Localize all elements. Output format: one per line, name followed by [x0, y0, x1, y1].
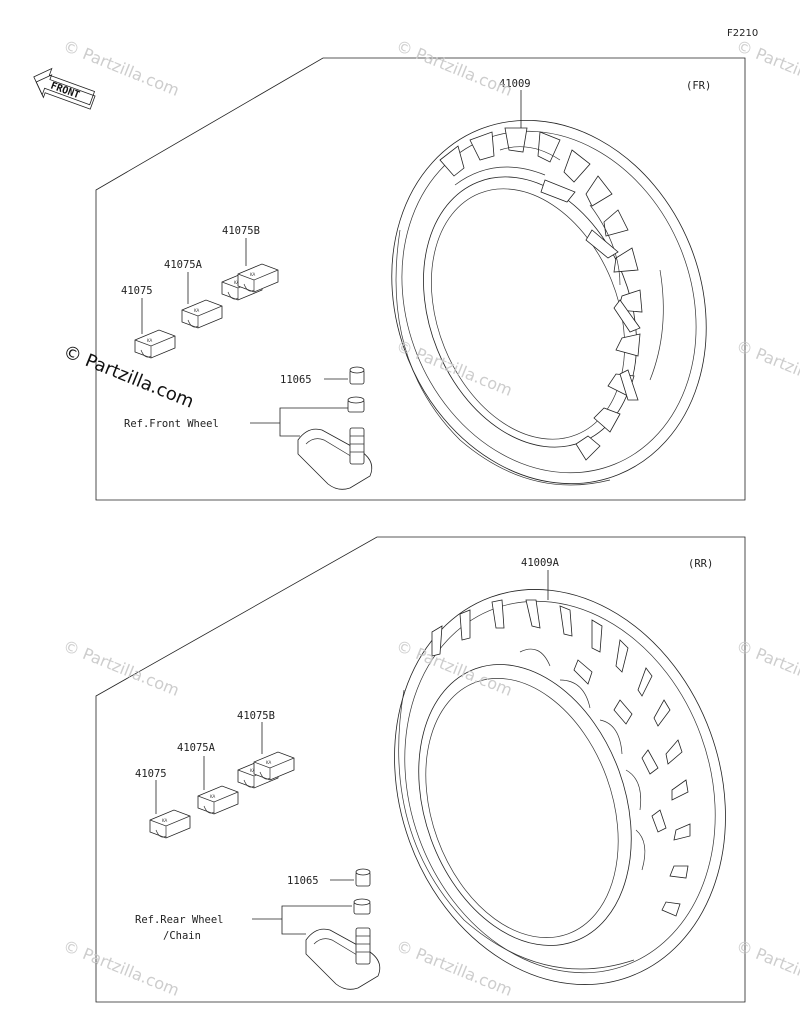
watermark-tile: © Partzilla.com	[394, 36, 516, 100]
front-weight-label-2: 41075A	[164, 259, 203, 271]
front-weight-41075B: 41075B	[221, 225, 279, 301]
rear-valve-nut-icon	[353, 898, 371, 915]
watermark-tiles: © Partzilla.com © Partzilla.com © Partzi…	[61, 36, 800, 1000]
watermark-tile: © Partzilla.com	[734, 636, 800, 700]
front-weight-41075: 41075	[121, 285, 176, 359]
rear-weight-41075: 41075	[135, 768, 191, 839]
front-weight-label-1: 41075	[121, 285, 153, 297]
front-direction-arrow-icon: FRONT	[33, 67, 96, 110]
rear-panel: (RR)	[95, 536, 746, 1003]
front-valve-stem-icon	[297, 427, 373, 490]
front-valve-nut-icon	[347, 396, 365, 413]
watermark-tile: © Partzilla.com	[61, 936, 183, 1000]
rear-weight-41075B: 41075B	[237, 710, 295, 789]
rear-position-tag: (RR)	[688, 558, 713, 570]
front-panel-frame	[95, 57, 746, 501]
rear-tire	[394, 589, 726, 985]
watermark-main: © Partzilla.com	[60, 341, 197, 413]
watermark-tile: © Partzilla.com	[734, 936, 800, 1000]
front-tire-part-number: 41009	[499, 78, 531, 90]
rear-reference-line-1: Ref.Rear Wheel	[135, 914, 224, 926]
rear-tire-part-number: 41009A	[521, 557, 560, 569]
watermark-tile: © Partzilla.com	[734, 336, 800, 400]
rear-valve-stem-icon	[305, 927, 381, 990]
front-arrow-label: FRONT	[49, 81, 81, 102]
rear-valve-cap-label: 11065	[287, 875, 319, 887]
rear-weight-label-2: 41075A	[177, 742, 216, 754]
front-valve-cap-label: 11065	[280, 374, 312, 386]
watermark-tile: © Partzilla.com	[734, 36, 800, 100]
watermark-tile: © Partzilla.com	[394, 636, 516, 700]
front-reference-line-1: Ref.Front Wheel	[124, 418, 219, 430]
rear-panel-frame	[95, 536, 746, 1003]
watermark-tile: © Partzilla.com	[394, 936, 516, 1000]
rear-valve-cap-icon	[355, 868, 371, 887]
rear-reference-line-2: /Chain	[163, 930, 201, 942]
rear-weight-41075A: 41075A	[177, 742, 239, 815]
rear-weight-label-1: 41075	[135, 768, 167, 780]
front-panel: (FR)	[95, 57, 746, 501]
front-position-tag: (FR)	[686, 80, 711, 92]
front-weight-label-3: 41075B	[222, 225, 260, 237]
front-tire	[391, 119, 707, 486]
front-valve-cap-icon	[349, 366, 365, 385]
front-weight-41075A: 41075A	[164, 259, 223, 329]
watermark-tile: © Partzilla.com	[61, 636, 183, 700]
figure-code: F2210	[727, 28, 758, 39]
rear-weight-label-3: 41075B	[237, 710, 275, 722]
